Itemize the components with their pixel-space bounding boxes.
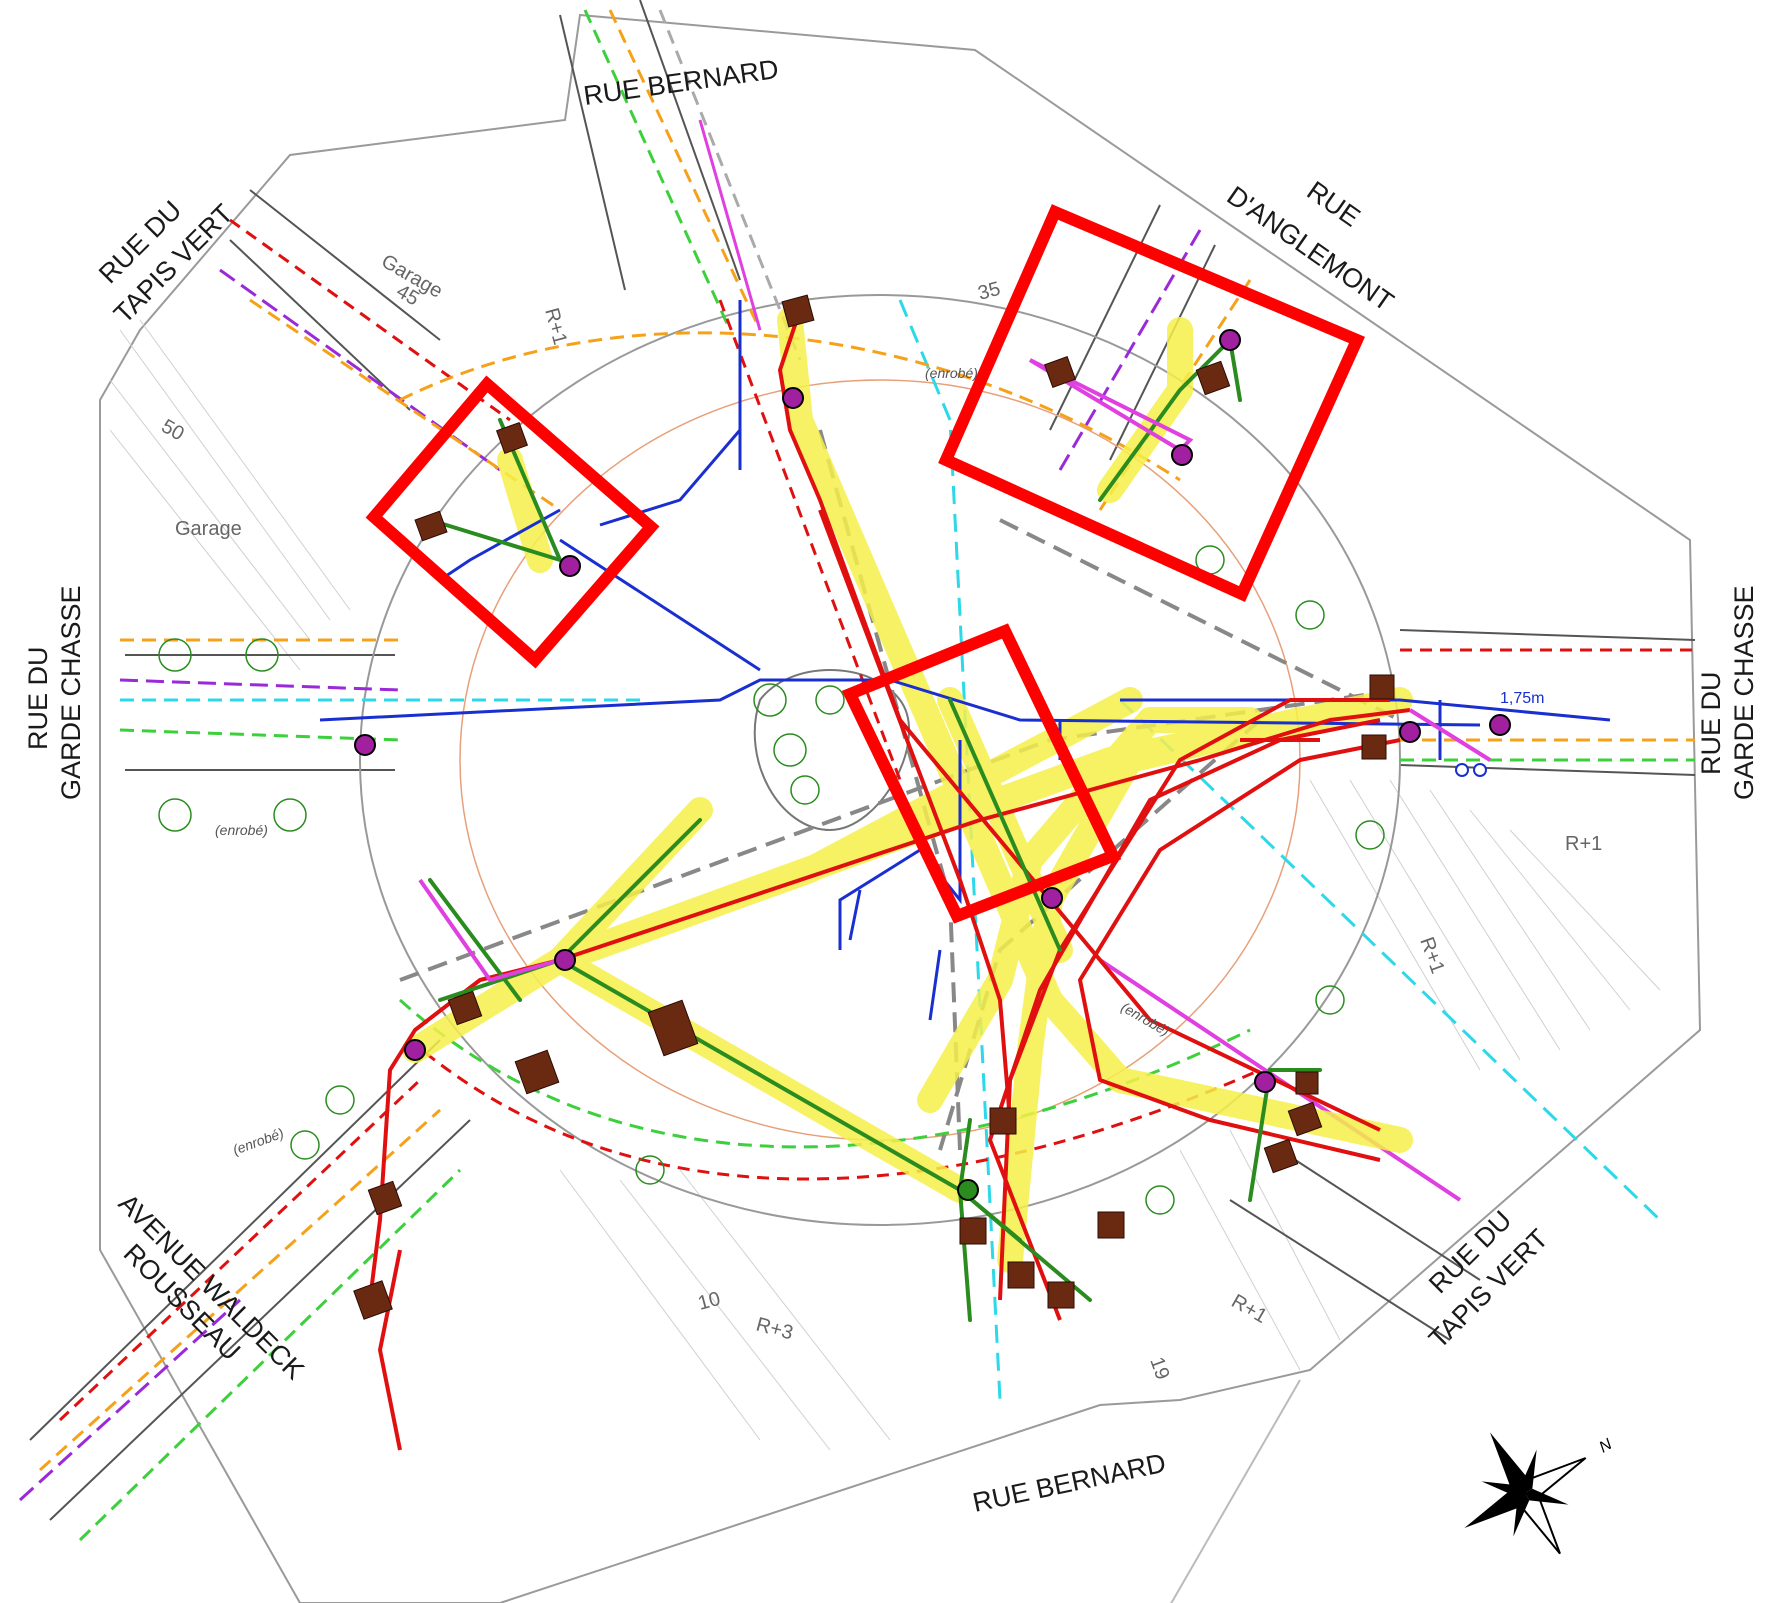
building-number-10: 10	[696, 1288, 723, 1315]
network-nodes	[354, 329, 1511, 1201]
surface-note-4: (enrobé)	[215, 822, 268, 838]
street-label-anglemont-line1: RUE	[1302, 175, 1366, 232]
annotation-box-northeast	[938, 204, 1366, 602]
street-label-garde-chasse-east-line1: RUE DU	[1696, 671, 1726, 775]
surface-note-2: (enrobé)	[231, 1125, 286, 1158]
annotation-box-center	[841, 623, 1122, 924]
road-edges	[29, 0, 1696, 1603]
building-labels: Garage 45 Garage 50 35 10 19 R+1 R+1 R+1…	[158, 250, 1603, 1382]
chambers	[353, 294, 1395, 1320]
building-number-19: 19	[1145, 1354, 1173, 1382]
floors-r1-east: R+1	[1565, 833, 1602, 855]
building-number-50: 50	[158, 415, 188, 445]
floors-r1-east2: R+1	[1415, 934, 1448, 977]
street-label-garde-chasse-west-line2: GARDE CHASSE	[56, 585, 86, 800]
surface-note-1: (enrobé)	[925, 365, 978, 381]
building-hatching	[109, 319, 1661, 1451]
street-label-waldeck-line1: AVENUE WALDECK	[113, 1188, 310, 1385]
blue-network	[319, 300, 1611, 1021]
compass-north-label: N	[1597, 1436, 1616, 1457]
street-label-rue-bernard-south: RUE BERNARD	[970, 1448, 1168, 1518]
annotation-box-northwest	[365, 375, 660, 669]
site-boundary	[99, 13, 1702, 1603]
street-label-garde-chasse-east-line2: GARDE CHASSE	[1729, 585, 1759, 800]
floors-r1-south: R+1	[1228, 1290, 1271, 1328]
garage-west-label: Garage	[175, 518, 242, 540]
annotation-boxes	[365, 204, 1366, 924]
width-marker: 1,75m	[1500, 690, 1544, 707]
floors-r1-north: R+1	[540, 306, 571, 348]
compass-rose: N	[1464, 1432, 1616, 1555]
floors-r3: R+3	[754, 1314, 796, 1345]
building-number-35: 35	[976, 278, 1003, 305]
red-network	[368, 309, 1411, 1451]
street-label-garde-chasse-west-line1: RUE DU	[23, 646, 53, 750]
trees	[158, 545, 1385, 1215]
